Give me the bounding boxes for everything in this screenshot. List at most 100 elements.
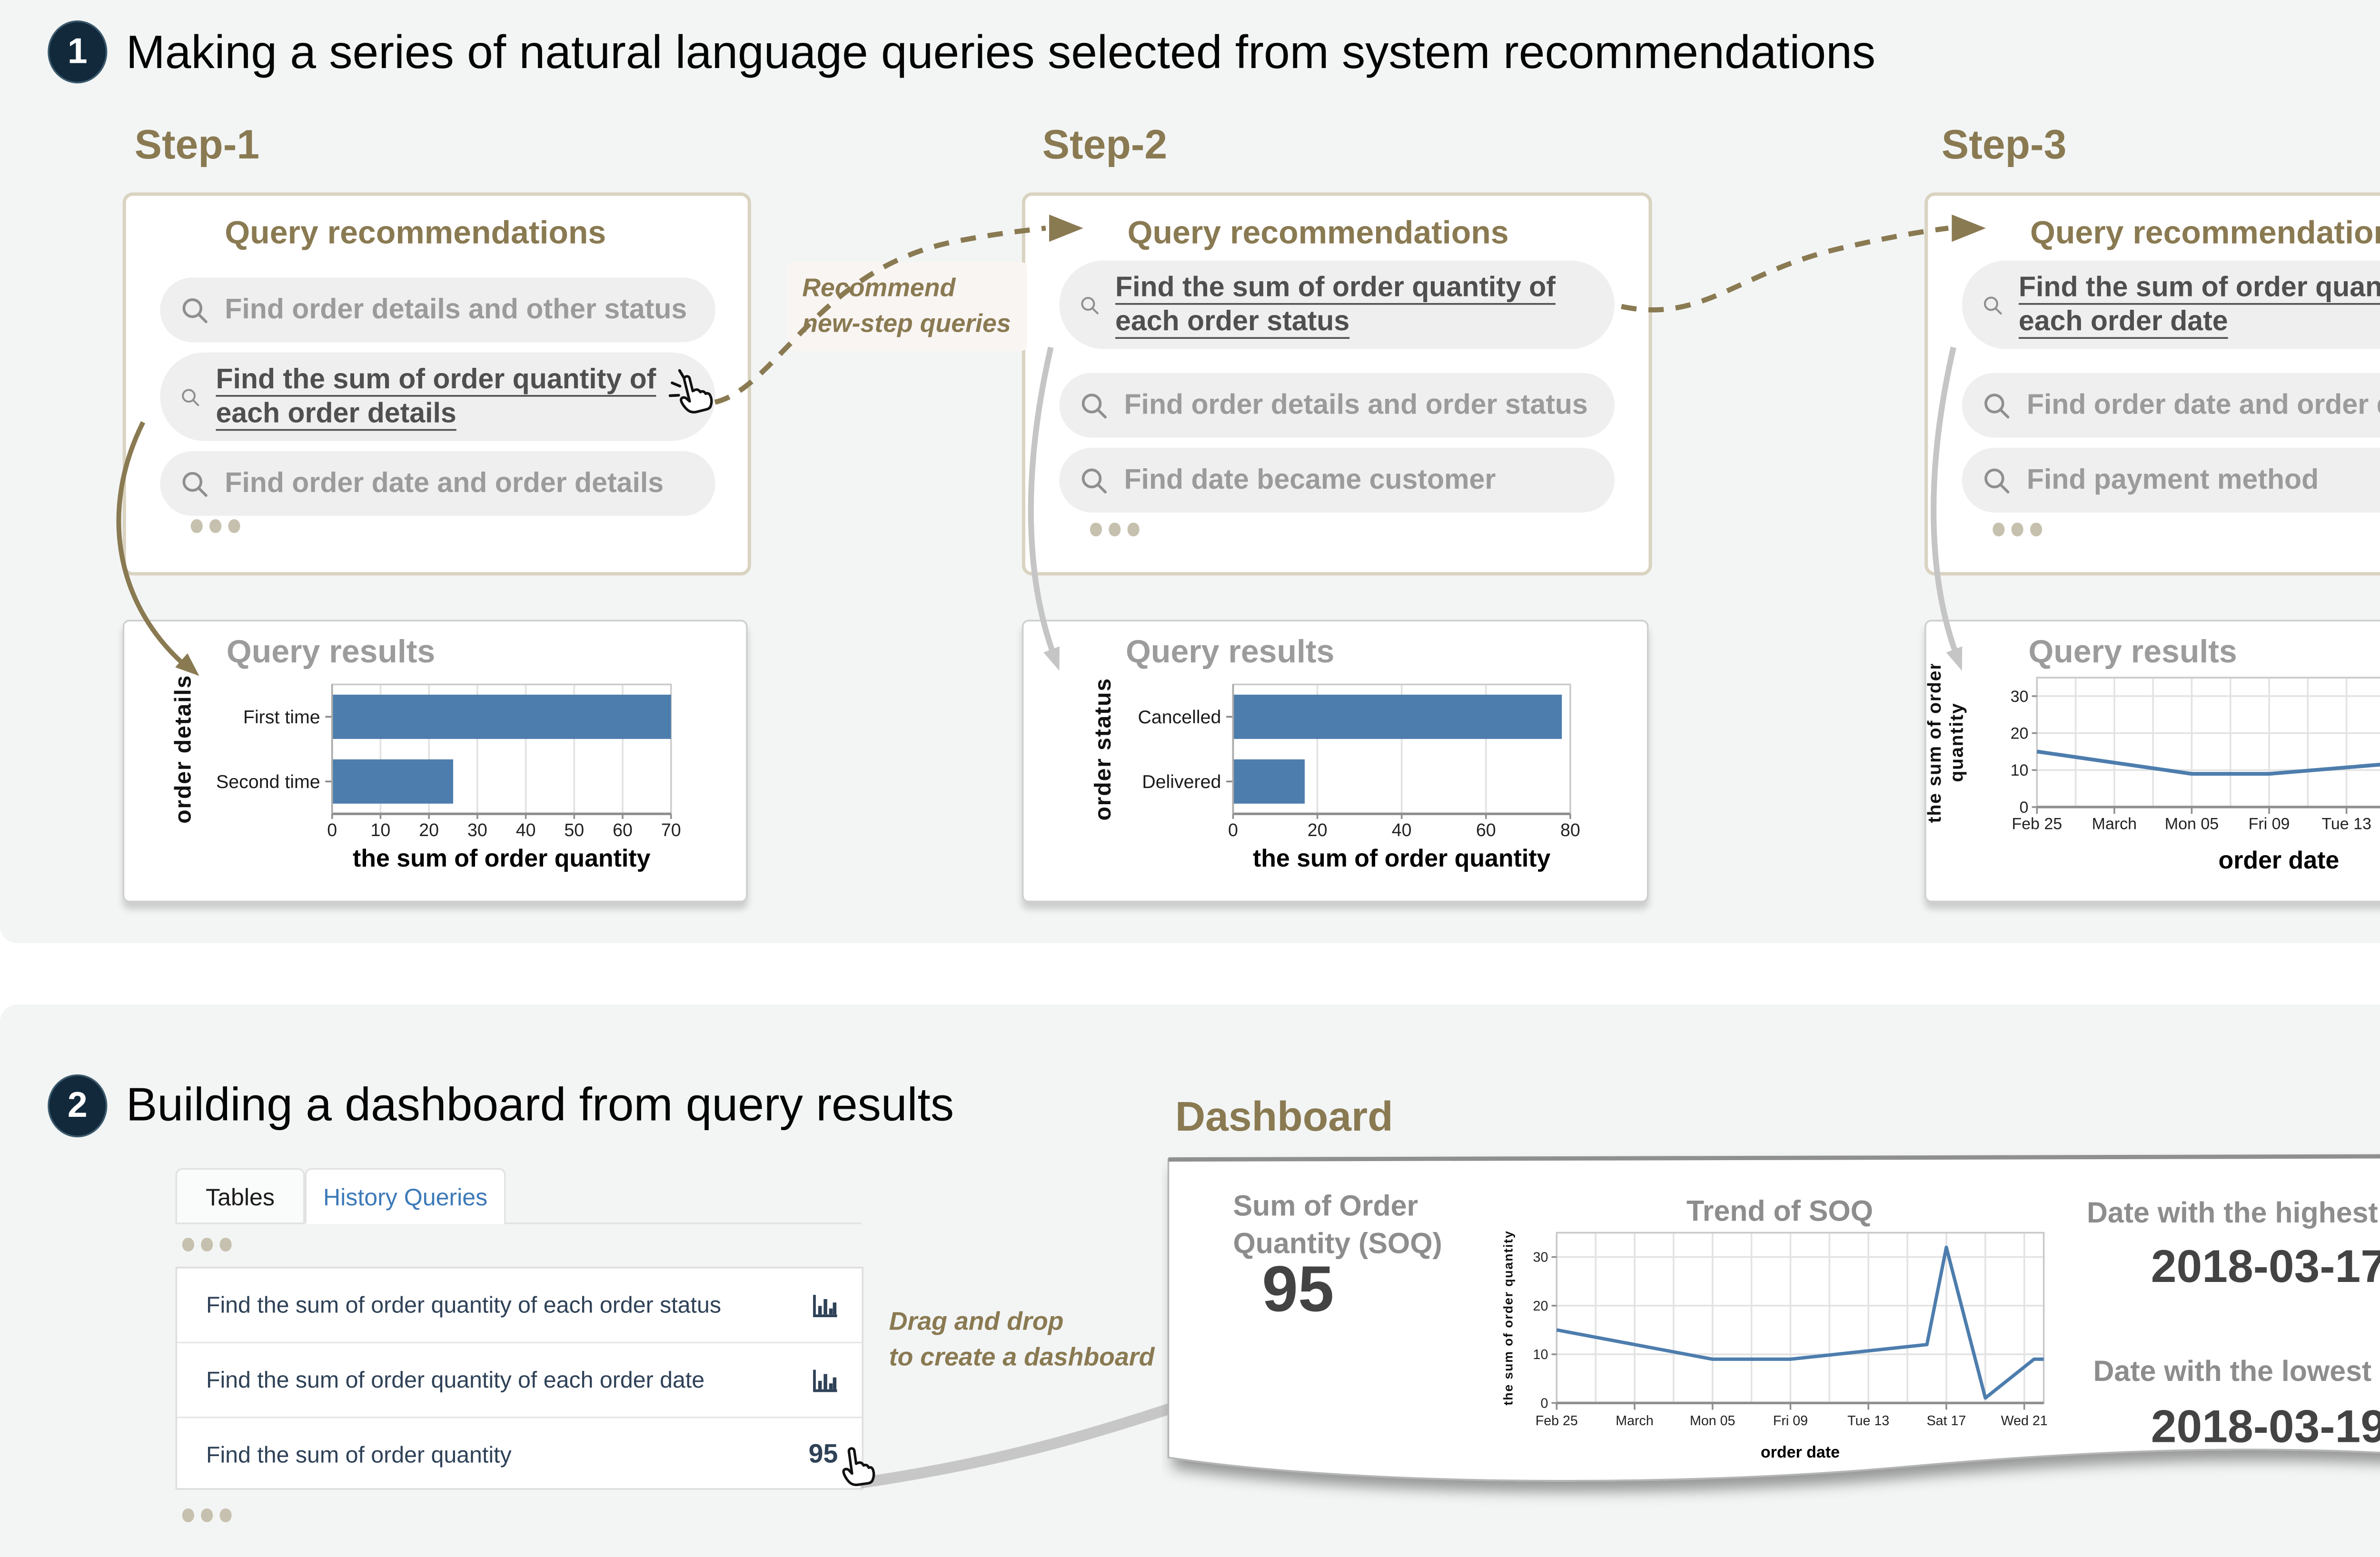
search-icon xyxy=(182,471,208,496)
recommendation-item[interactable]: Find order details and order status xyxy=(1059,373,1615,438)
more-items-ellipsis-icon xyxy=(182,1508,231,1522)
recommendation-item[interactable]: Find payment method xyxy=(1962,448,2380,512)
svg-text:50: 50 xyxy=(564,820,584,840)
step-2-results-panel: Query results xyxy=(1021,620,1649,903)
recommendation-item[interactable]: Find order details and other status xyxy=(160,277,715,343)
dashboard-card xyxy=(1167,1154,2380,1482)
soq-card-label: Sum of Order Quantity (SOQ) xyxy=(1233,1190,1442,1261)
svg-text:Tue 13: Tue 13 xyxy=(1847,1413,1889,1429)
svg-text:20: 20 xyxy=(2011,724,2029,742)
recommendation-text: Find the sum of order quantity of each o… xyxy=(1115,272,1556,337)
svg-text:March: March xyxy=(2092,815,2137,833)
tab-underline xyxy=(504,1222,862,1224)
step-3-heading: Step-3 xyxy=(1941,122,2067,169)
panel-title: Query recommendations xyxy=(2030,216,2380,252)
history-query-row[interactable]: Find the sum of order quantity of each o… xyxy=(177,1343,862,1419)
history-query-row[interactable]: Find the sum of order quantity of each o… xyxy=(177,1269,862,1344)
svg-text:order details: order details xyxy=(170,675,196,824)
svg-text:order status: order status xyxy=(1090,678,1116,821)
svg-text:March: March xyxy=(1616,1413,1654,1429)
recommendation-text: Find date became customer xyxy=(1124,464,1496,496)
step-1-heading: Step-1 xyxy=(134,122,260,169)
recommendation-text: Find payment method xyxy=(2026,464,2319,496)
section-1-badge: 1 xyxy=(48,20,108,84)
recommend-annotation: Recommend new-step queries xyxy=(787,262,1026,351)
drag-cursor-icon xyxy=(842,1447,875,1487)
panel-title: Query recommendations xyxy=(1127,216,1509,252)
query-result-value[interactable]: 95 xyxy=(808,1439,838,1469)
annotation-line: Recommend xyxy=(802,274,956,303)
svg-text:80: 80 xyxy=(1560,820,1580,840)
search-icon xyxy=(182,297,208,323)
search-icon xyxy=(1081,296,1099,314)
recommendation-text: Find the sum of order quantity of each o… xyxy=(216,364,656,429)
svg-text:0: 0 xyxy=(1228,820,1238,840)
svg-text:Feb 25: Feb 25 xyxy=(2012,815,2062,833)
svg-text:40: 40 xyxy=(1392,820,1412,840)
recommendation-item-selected[interactable]: Find the sum of order quantity of each o… xyxy=(160,352,715,441)
search-icon xyxy=(182,388,199,405)
svg-text:70: 70 xyxy=(661,820,681,840)
dashboard-heading: Dashboard xyxy=(1175,1094,1393,1141)
recommendation-item[interactable]: Find order date and order details xyxy=(160,451,715,516)
recommendation-item-selected[interactable]: Find the sum of order quantity of each o… xyxy=(1962,260,2380,349)
svg-text:the sum of order quantity: the sum of order quantity xyxy=(1501,1230,1515,1405)
svg-text:10: 10 xyxy=(2011,761,2029,779)
svg-text:Fri 09: Fri 09 xyxy=(1773,1413,1808,1429)
svg-text:20: 20 xyxy=(419,820,439,840)
highest-soq-value: 2018-03-17 xyxy=(2151,1241,2380,1292)
svg-text:30: 30 xyxy=(1533,1250,1548,1265)
svg-text:60: 60 xyxy=(1476,820,1496,840)
recommendation-text: Find the sum of order quantity of each o… xyxy=(2018,272,2380,337)
svg-text:20: 20 xyxy=(1533,1299,1548,1314)
annotation-line: Drag and drop xyxy=(889,1307,1064,1337)
more-items-ellipsis-icon xyxy=(190,519,239,533)
bar-chart-icon[interactable] xyxy=(813,1368,838,1392)
tab-history-queries[interactable]: History Queries xyxy=(305,1168,506,1224)
history-query-text: Find the sum of order quantity of each o… xyxy=(206,1292,722,1318)
annotation-line: new-step queries xyxy=(802,310,1011,339)
lowest-soq-label: Date with the lowest SOQ xyxy=(2093,1355,2380,1388)
recommendation-item[interactable]: Find date became customer xyxy=(1059,448,1615,512)
svg-text:order date: order date xyxy=(2219,846,2340,874)
svg-text:Cancelled: Cancelled xyxy=(1138,707,1221,728)
history-queries-list: Find the sum of order quantity of each o… xyxy=(175,1267,864,1491)
more-items-ellipsis-icon xyxy=(182,1238,231,1252)
results-title: Query results xyxy=(226,635,436,671)
badge-number: 1 xyxy=(67,31,88,71)
results-title: Query results xyxy=(2028,635,2237,671)
recommendation-item[interactable]: Find order date and order details xyxy=(1962,373,2380,438)
svg-text:order date: order date xyxy=(1761,1443,1840,1461)
svg-text:10: 10 xyxy=(371,820,391,840)
svg-text:the sum of order: the sum of order xyxy=(1924,664,1945,823)
click-cursor-icon xyxy=(668,369,713,414)
recommendation-text: Find order details and order status xyxy=(1124,390,1588,421)
search-icon xyxy=(1081,467,1107,493)
section-2-title: Building a dashboard from query results xyxy=(126,1077,954,1131)
section-2-badge: 2 xyxy=(48,1074,108,1138)
svg-text:20: 20 xyxy=(1308,820,1328,840)
panel-title: Query recommendations xyxy=(225,216,606,252)
recommendation-item-selected[interactable]: Find the sum of order quantity of each o… xyxy=(1059,260,1615,349)
step-1-recommendations-panel: Query recommendations Find order details… xyxy=(122,192,751,576)
lowest-soq-value: 2018-03-19 xyxy=(2151,1401,2380,1453)
badge-number: 2 xyxy=(67,1085,88,1125)
recommendation-text: Find order date and order details xyxy=(2026,390,2380,421)
annotation-line: to create a dashboard xyxy=(889,1343,1155,1372)
results-title: Query results xyxy=(1126,635,1335,671)
recommendation-text: Find order details and other status xyxy=(225,294,687,325)
history-query-text: Find the sum of order quantity of each o… xyxy=(206,1367,705,1393)
search-icon xyxy=(1984,393,2010,418)
bar-chart-icon[interactable] xyxy=(813,1293,838,1317)
tab-tables[interactable]: Tables xyxy=(175,1168,305,1224)
svg-text:the sum of order quantity: the sum of order quantity xyxy=(1253,844,1551,872)
section-1: 1 Making a series of natural language qu… xyxy=(0,0,2380,944)
svg-text:Mon 05: Mon 05 xyxy=(2165,815,2219,833)
section-1-title: Making a series of natural language quer… xyxy=(126,25,1876,79)
soq-card-value: 95 xyxy=(1262,1254,1334,1327)
history-query-row[interactable]: Find the sum of order quantity 95 xyxy=(177,1418,862,1491)
